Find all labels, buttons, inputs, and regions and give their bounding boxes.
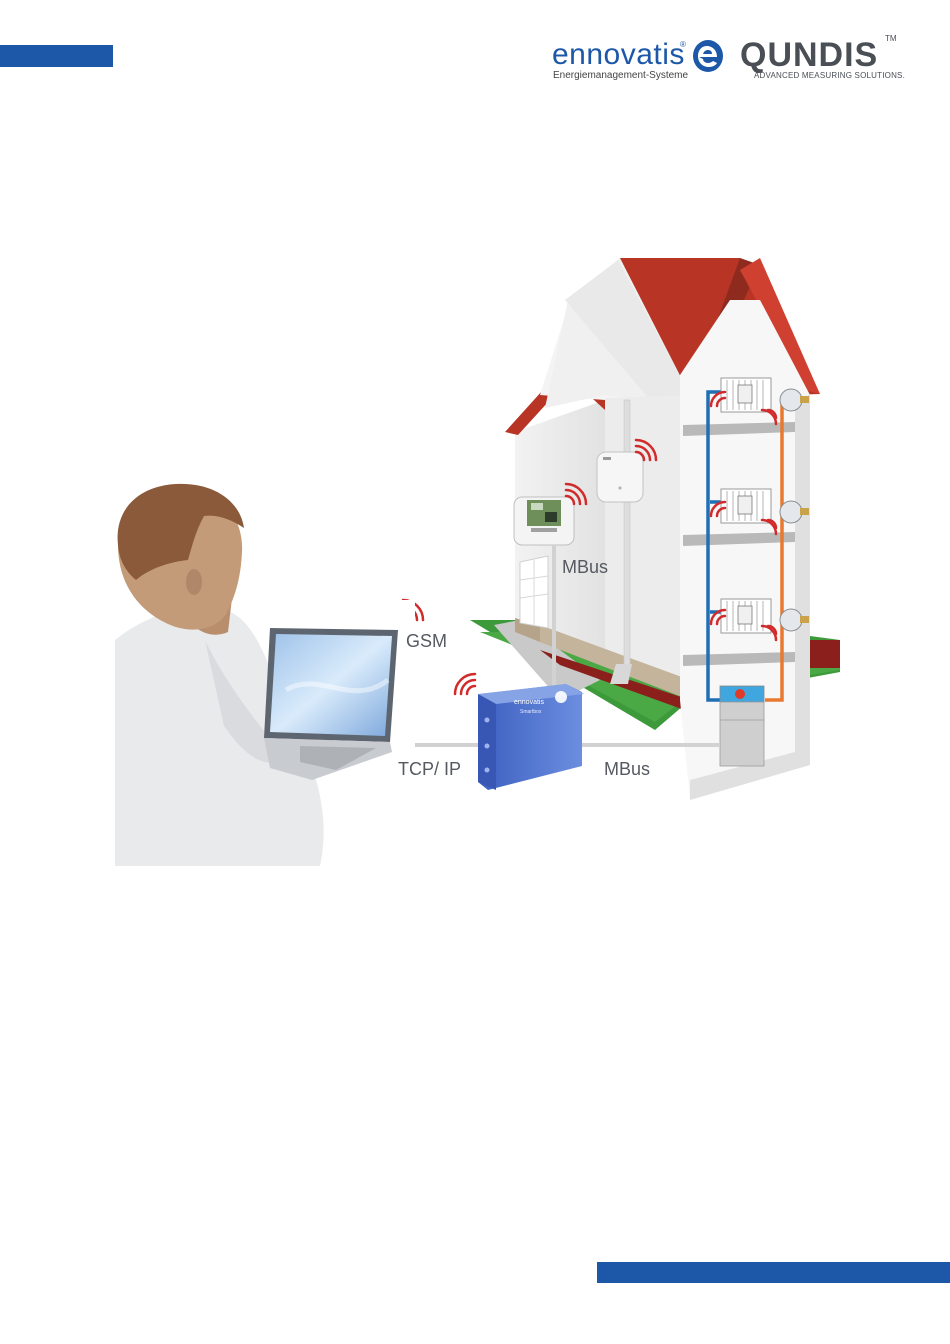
signal-device <box>455 674 475 694</box>
person-with-laptop <box>115 484 415 868</box>
heat-cost-allocator <box>738 496 752 514</box>
heat-cost-allocator <box>738 606 752 624</box>
device-brand: ennovatis <box>514 699 544 706</box>
radiator-3 <box>721 599 771 633</box>
label-mbus-lower: MBus <box>604 759 650 779</box>
label-mbus-upper: MBus <box>562 557 608 577</box>
boiler <box>720 686 764 766</box>
heat-cost-allocator <box>738 385 752 403</box>
boiler-indicator <box>735 689 745 699</box>
mbus-master-unit <box>514 497 574 545</box>
collector-unit <box>597 452 643 502</box>
label-tcpip: TCP/ IP <box>398 759 461 779</box>
device-e-icon <box>555 691 567 703</box>
central-device: ennovatis Smartbox <box>478 684 584 790</box>
radiator-2 <box>721 489 771 523</box>
front-door <box>520 556 548 628</box>
device-model: Smartbox <box>520 709 542 715</box>
radiator-1 <box>721 378 771 412</box>
label-gsm: GSM <box>406 631 447 651</box>
